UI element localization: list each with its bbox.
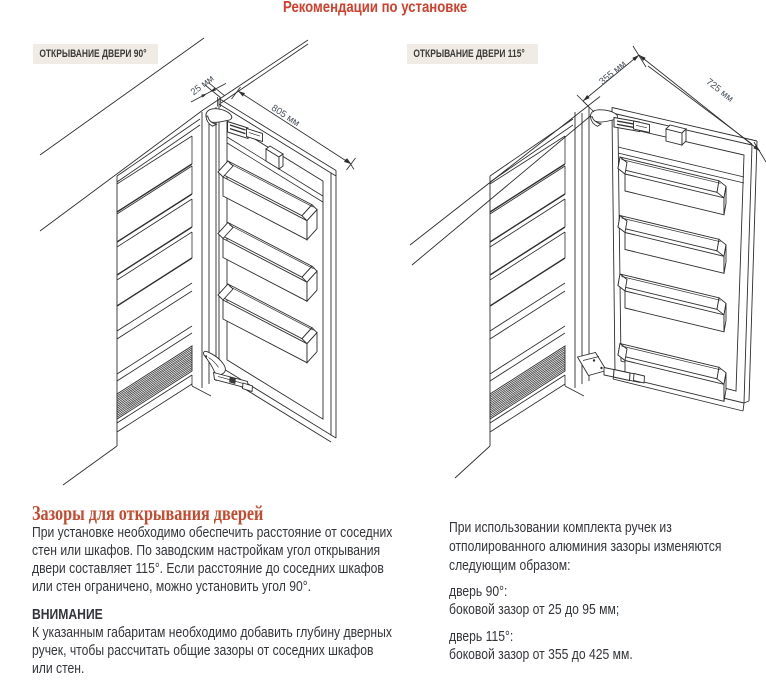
svg-text:725 мм: 725 мм <box>704 76 736 104</box>
svg-text:805 мм: 805 мм <box>269 103 301 129</box>
svg-text:355 мм: 355 мм <box>597 59 628 88</box>
